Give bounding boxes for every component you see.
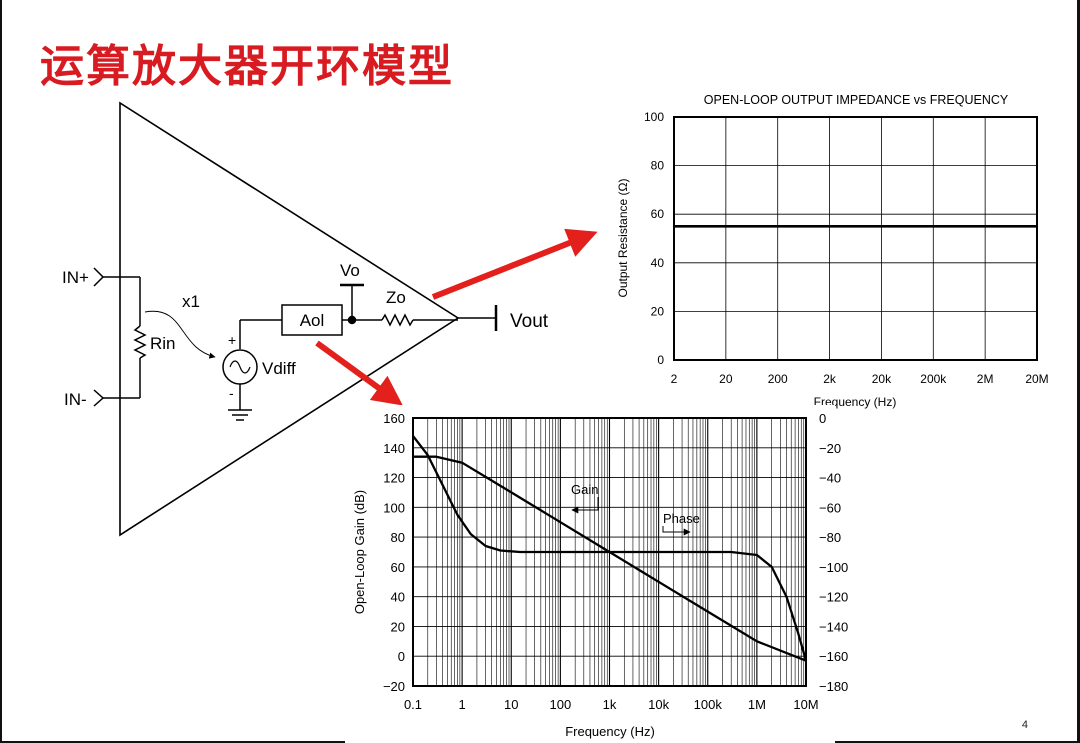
gain-y-tick-label: 120 xyxy=(383,471,405,486)
phase-y2-tick-label: −60 xyxy=(819,500,841,515)
zo-resistor-icon xyxy=(381,313,414,327)
page-number: 4 xyxy=(1021,719,1028,731)
phase-y2-tick-label: −40 xyxy=(819,471,841,486)
impedance-x-tick-label: 200 xyxy=(768,372,788,386)
in-plus-terminal-icon xyxy=(93,267,105,287)
opamp-triangle xyxy=(119,101,460,537)
gain-x-tick-label: 10 xyxy=(504,697,518,712)
gain-x-axis-label: Frequency (Hz) xyxy=(565,724,655,739)
phase-series-line xyxy=(412,435,808,662)
gain-y-tick-label: 100 xyxy=(383,500,405,515)
gain-y-tick-label: 20 xyxy=(391,619,405,634)
impedance-chart: OPEN-LOOP OUTPUT IMPEDANCE vs FREQUENCY … xyxy=(610,85,1072,415)
ground-icon xyxy=(228,409,252,421)
gain-y-axis-label: Open-Loop Gain (dB) xyxy=(352,490,367,614)
phase-annotation: Phase xyxy=(663,511,700,526)
phase-y2-tick-label: −180 xyxy=(819,679,848,694)
rin-resistor-icon xyxy=(133,325,147,359)
vdiff-label: Vdiff xyxy=(262,359,296,378)
impedance-x-tick-label: 2M xyxy=(977,372,994,386)
page-title: 运算放大器开环模型 xyxy=(40,41,454,92)
phase-y2-tick-label: 0 xyxy=(819,411,826,426)
phase-y2-tick-label: −100 xyxy=(819,560,848,575)
gain-annotation: Gain xyxy=(571,482,598,497)
vo-label: Vo xyxy=(340,261,360,280)
impedance-y-tick-label: 80 xyxy=(651,159,665,173)
opamp-circuit xyxy=(93,101,498,537)
impedance-y-tick-label: 20 xyxy=(651,304,665,318)
gain-y-tick-label: 0 xyxy=(398,649,405,664)
phase-y2-tick-label: −140 xyxy=(819,619,848,634)
impedance-y-tick-label: 60 xyxy=(651,207,665,221)
impedance-y-axis-label: Output Resistance (Ω) xyxy=(616,178,630,297)
gain-y-tick-label: −20 xyxy=(383,679,405,694)
in-minus-terminal-icon xyxy=(93,389,105,407)
rin-label: Rin xyxy=(150,334,176,353)
impedance-x-tick-label: 2k xyxy=(823,372,837,386)
phase-y2-tick-label: −160 xyxy=(819,649,848,664)
gain-y-tick-label: 40 xyxy=(391,590,405,605)
x1-dependency-arrow-icon xyxy=(144,310,216,359)
in-minus-label: IN- xyxy=(64,390,87,409)
impedance-chart-panel xyxy=(610,85,1072,415)
red-arrow-to-gain-chart xyxy=(315,340,403,406)
gain-series-line xyxy=(413,455,807,662)
phase-y2-tick-label: −80 xyxy=(819,530,841,545)
impedance-x-tick-label: 200k xyxy=(920,372,947,386)
gain-x-tick-label: 100k xyxy=(694,697,723,712)
gain-y-tick-label: 140 xyxy=(383,441,405,456)
gain-annotation-arrow-icon xyxy=(571,497,599,514)
gain-x-tick-label: 1 xyxy=(459,697,466,712)
red-arrow-to-impedance-chart xyxy=(431,228,598,300)
aol-label: Aol xyxy=(300,311,325,330)
zo-label: Zo xyxy=(386,288,406,307)
phase-annotation-arrow-icon xyxy=(662,526,691,536)
gain-y-tick-label: 80 xyxy=(391,530,405,545)
in-plus-label: IN+ xyxy=(62,268,89,287)
impedance-y-tick-label: 40 xyxy=(651,256,665,270)
impedance-x-tick-label: 2 xyxy=(671,372,678,386)
gain-x-tick-label: 0.1 xyxy=(404,697,422,712)
gain-plot-frame xyxy=(412,417,807,687)
impedance-chart-title: OPEN-LOOP OUTPUT IMPEDANCE vs FREQUENCY xyxy=(704,93,1009,107)
x1-label: x1 xyxy=(182,292,200,311)
impedance-plot-frame xyxy=(673,116,1038,361)
vout-label: Vout xyxy=(510,311,549,332)
phase-y2-tick-label: −120 xyxy=(819,590,848,605)
impedance-x-tick-label: 20M xyxy=(1025,372,1048,386)
impedance-y-tick-label: 0 xyxy=(657,353,664,367)
impedance-x-tick-label: 20 xyxy=(719,372,733,386)
gain-y-tick-label: 60 xyxy=(391,560,405,575)
gain-x-tick-label: 10k xyxy=(648,697,669,712)
gain-x-tick-label: 1k xyxy=(603,697,617,712)
impedance-x-tick-label: 20k xyxy=(872,372,892,386)
gain-x-tick-label: 10M xyxy=(793,697,818,712)
phase-y2-tick-label: −20 xyxy=(819,441,841,456)
gain-y-tick-label: 160 xyxy=(383,411,405,426)
gain-x-tick-label: 100 xyxy=(550,697,572,712)
plus-sign-label: + xyxy=(228,332,236,348)
gain-phase-chart: −20 0 20 40 60 80 100 120 140 160 0 −20 −40 −60 −80 −1… xyxy=(345,405,848,743)
aol-block xyxy=(281,304,343,336)
minus-sign-label: - xyxy=(229,385,234,401)
impedance-y-tick-label: 100 xyxy=(644,110,664,124)
gain-x-tick-label: 1M xyxy=(748,697,766,712)
